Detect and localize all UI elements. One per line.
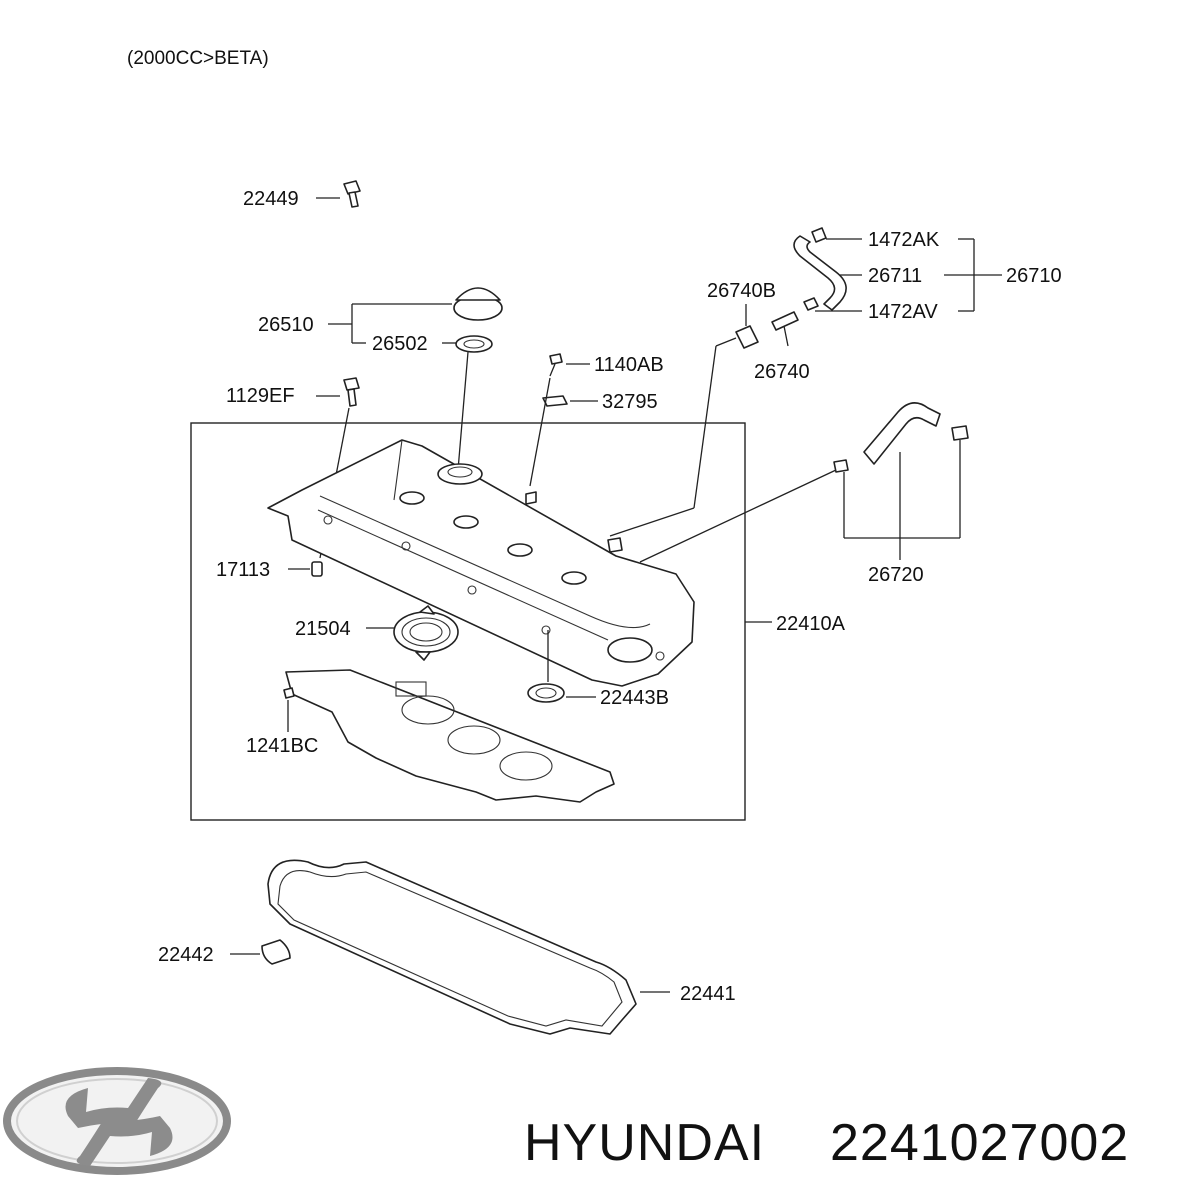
- part-label-26710: 26710: [1006, 265, 1062, 287]
- seal-22443B: 22443B: [527, 630, 669, 709]
- part-label-1140AB: 1140AB: [594, 354, 664, 376]
- part-label-32795: 32795: [602, 391, 658, 413]
- gasket-21504: 21504: [295, 605, 459, 661]
- part-label-1129EF: 1129EF: [226, 385, 295, 407]
- head-cover-gasket-22441: 22441: [267, 859, 736, 1035]
- part-label-22443B: 22443B: [600, 687, 669, 709]
- part-label-1241BC: 1241BC: [246, 735, 318, 757]
- part-label-22410A: 22410A: [776, 613, 846, 635]
- engine-variant-label: (2000CC>BETA): [127, 48, 269, 69]
- plug-17113: 17113: [216, 559, 323, 581]
- part-label-26720: 26720: [868, 564, 924, 586]
- hyundai-logo: [3, 1067, 231, 1175]
- oil-filler-cap: 26510 26502: [258, 287, 503, 471]
- baffle-plate: 1241BC: [246, 669, 615, 803]
- pcv-hose-assembly: 1472AK 26711 26710 1472AV 26740B 26740: [707, 227, 1062, 383]
- part-label-22449: 22449: [243, 188, 299, 210]
- part-label-1472AV: 1472AV: [868, 301, 938, 323]
- part-label-22441: 22441: [680, 983, 736, 1005]
- part-label-26510: 26510: [258, 314, 314, 336]
- bolt-and-clip: 1140AB 32795: [529, 353, 664, 487]
- breather-hose-26720: 26720: [833, 402, 969, 586]
- part-label-26711: 26711: [868, 265, 922, 287]
- part-label-26740: 26740: [754, 361, 810, 383]
- part-label-17113: 17113: [216, 559, 270, 581]
- rocker-cover-22410A: [267, 439, 695, 687]
- part-label-26502: 26502: [372, 333, 428, 355]
- part-number: 2241027002: [830, 1114, 1129, 1172]
- part-label-1472AK: 1472AK: [868, 229, 940, 251]
- part-label-26740B: 26740B: [707, 280, 776, 302]
- part-label-22442: 22442: [158, 944, 214, 966]
- plug-22442: 22442: [158, 939, 291, 966]
- brand-name: HYUNDAI: [524, 1114, 765, 1172]
- part-label-21504: 21504: [295, 618, 351, 640]
- bolt-22449: 22449: [243, 180, 361, 210]
